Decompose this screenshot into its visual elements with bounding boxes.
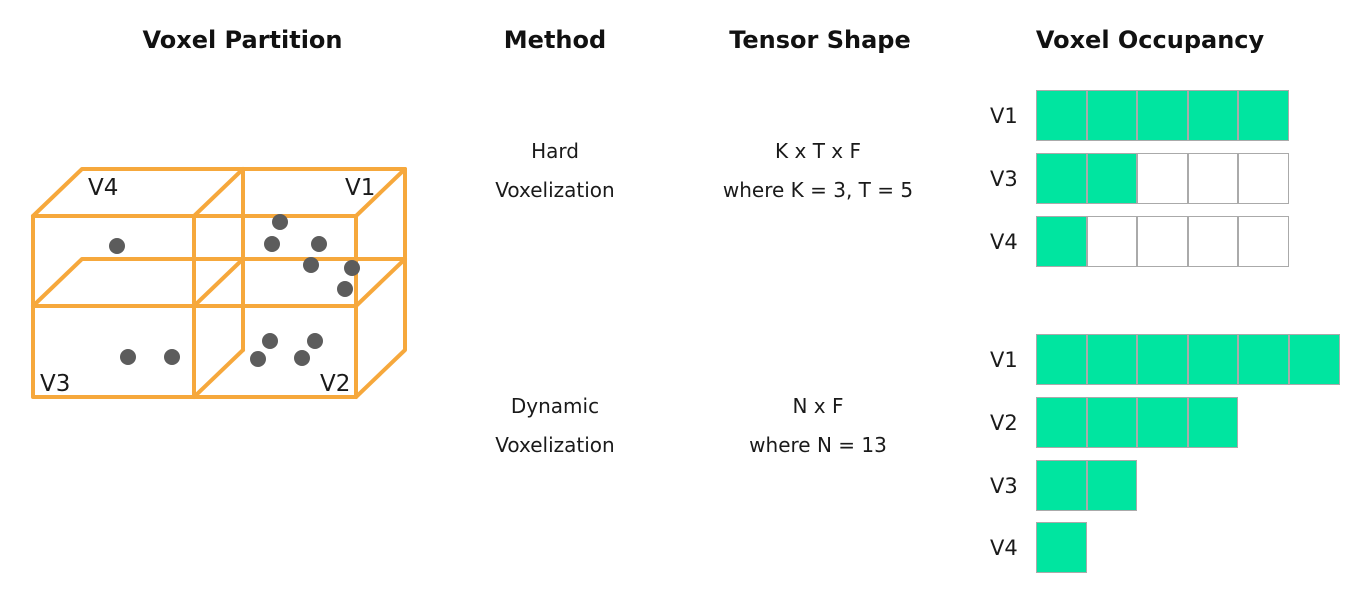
hard-v4-cell-empty — [1187, 216, 1239, 267]
partition-label-v4: V4 — [88, 175, 118, 201]
method-dynamic-line1: Dynamic — [510, 394, 600, 418]
point-10 — [262, 333, 278, 349]
dynamic-v1-cell-filled — [1187, 334, 1239, 385]
hard-v3-cell-empty — [1187, 153, 1239, 204]
dynamic-v1-cell-filled — [1036, 334, 1087, 385]
hard-v4-cell-empty — [1137, 216, 1188, 267]
point-7 — [337, 281, 353, 297]
voxel-partition-figure: V4 V1 V3 V2 — [31, 167, 407, 399]
dynamic-label-v2: V2 — [990, 411, 1018, 435]
hard-v3-cell-filled — [1086, 153, 1138, 204]
dynamic-v2-cell-filled — [1137, 397, 1188, 448]
header-voxel-partition: Voxel Partition — [142, 26, 343, 54]
right-face-outline — [354, 167, 407, 399]
dynamic-v1-cell-filled — [1137, 334, 1188, 385]
hard-label-v1: V1 — [990, 104, 1018, 128]
shape-dynamic-line2: where N = 13 — [749, 433, 887, 457]
point-1 — [109, 238, 125, 254]
point-9 — [164, 349, 180, 365]
method-hard-line1: Hard — [531, 139, 579, 163]
hard-v1-cell-filled — [1036, 90, 1087, 141]
top-face-mid-line — [192, 167, 245, 218]
header-voxel-occupancy: Voxel Occupancy — [1035, 26, 1265, 54]
point-12 — [250, 351, 266, 367]
mid-plane-center-line — [192, 257, 245, 308]
vertical-plane-bottom-edge — [192, 348, 245, 399]
shape-dynamic-line1: N x F — [792, 394, 844, 418]
hard-label-v4: V4 — [990, 230, 1018, 254]
hard-v4-cell-empty — [1086, 216, 1138, 267]
hard-label-v3: V3 — [990, 167, 1018, 191]
hard-v1-cell-filled — [1187, 90, 1239, 141]
header-method: Method — [503, 26, 607, 54]
hard-v1-cell-filled — [1086, 90, 1138, 141]
hard-v3-cell-filled — [1036, 153, 1087, 204]
hard-v4-cell-filled — [1036, 216, 1087, 267]
method-hard-line2: Voxelization — [495, 178, 615, 202]
partition-label-v2: V2 — [320, 371, 350, 397]
point-6 — [344, 260, 360, 276]
dynamic-v2-cell-filled — [1187, 397, 1239, 448]
mid-plane-outline — [31, 257, 407, 308]
hard-v3-cell-empty — [1137, 153, 1188, 204]
dynamic-v2-cell-filled — [1086, 397, 1138, 448]
point-4 — [311, 236, 327, 252]
dynamic-v1-cell-filled — [1238, 334, 1289, 385]
dynamic-v3-cell-filled — [1036, 460, 1087, 511]
dynamic-v4-cell-filled — [1036, 522, 1087, 573]
point-3 — [264, 236, 280, 252]
partition-label-v1: V1 — [345, 175, 375, 201]
dynamic-v3-cell-filled — [1086, 460, 1138, 511]
dynamic-v2-cell-filled — [1036, 397, 1087, 448]
partition-label-v3: V3 — [40, 371, 70, 397]
dynamic-v1-cell-filled — [1289, 334, 1340, 385]
point-11 — [307, 333, 323, 349]
dynamic-label-v1: V1 — [990, 348, 1018, 372]
header-tensor-shape: Tensor Shape — [729, 26, 911, 54]
hard-v1-cell-filled — [1137, 90, 1188, 141]
hard-v1-cell-filled — [1238, 90, 1289, 141]
dynamic-v1-cell-filled — [1086, 334, 1138, 385]
dynamic-label-v3: V3 — [990, 474, 1018, 498]
point-cloud — [109, 214, 360, 367]
point-5 — [303, 257, 319, 273]
dynamic-label-v4: V4 — [990, 536, 1018, 560]
method-dynamic-line2: Voxelization — [495, 433, 615, 457]
hard-v3-cell-empty — [1238, 153, 1289, 204]
right-face-mid-line — [354, 257, 407, 308]
cube-frame — [31, 167, 407, 399]
shape-hard-line2: where K = 3, T = 5 — [722, 178, 914, 202]
point-8 — [120, 349, 136, 365]
point-2 — [272, 214, 288, 230]
hard-v4-cell-empty — [1238, 216, 1289, 267]
shape-hard-line1: K x T x F — [775, 139, 861, 163]
point-13 — [294, 350, 310, 366]
